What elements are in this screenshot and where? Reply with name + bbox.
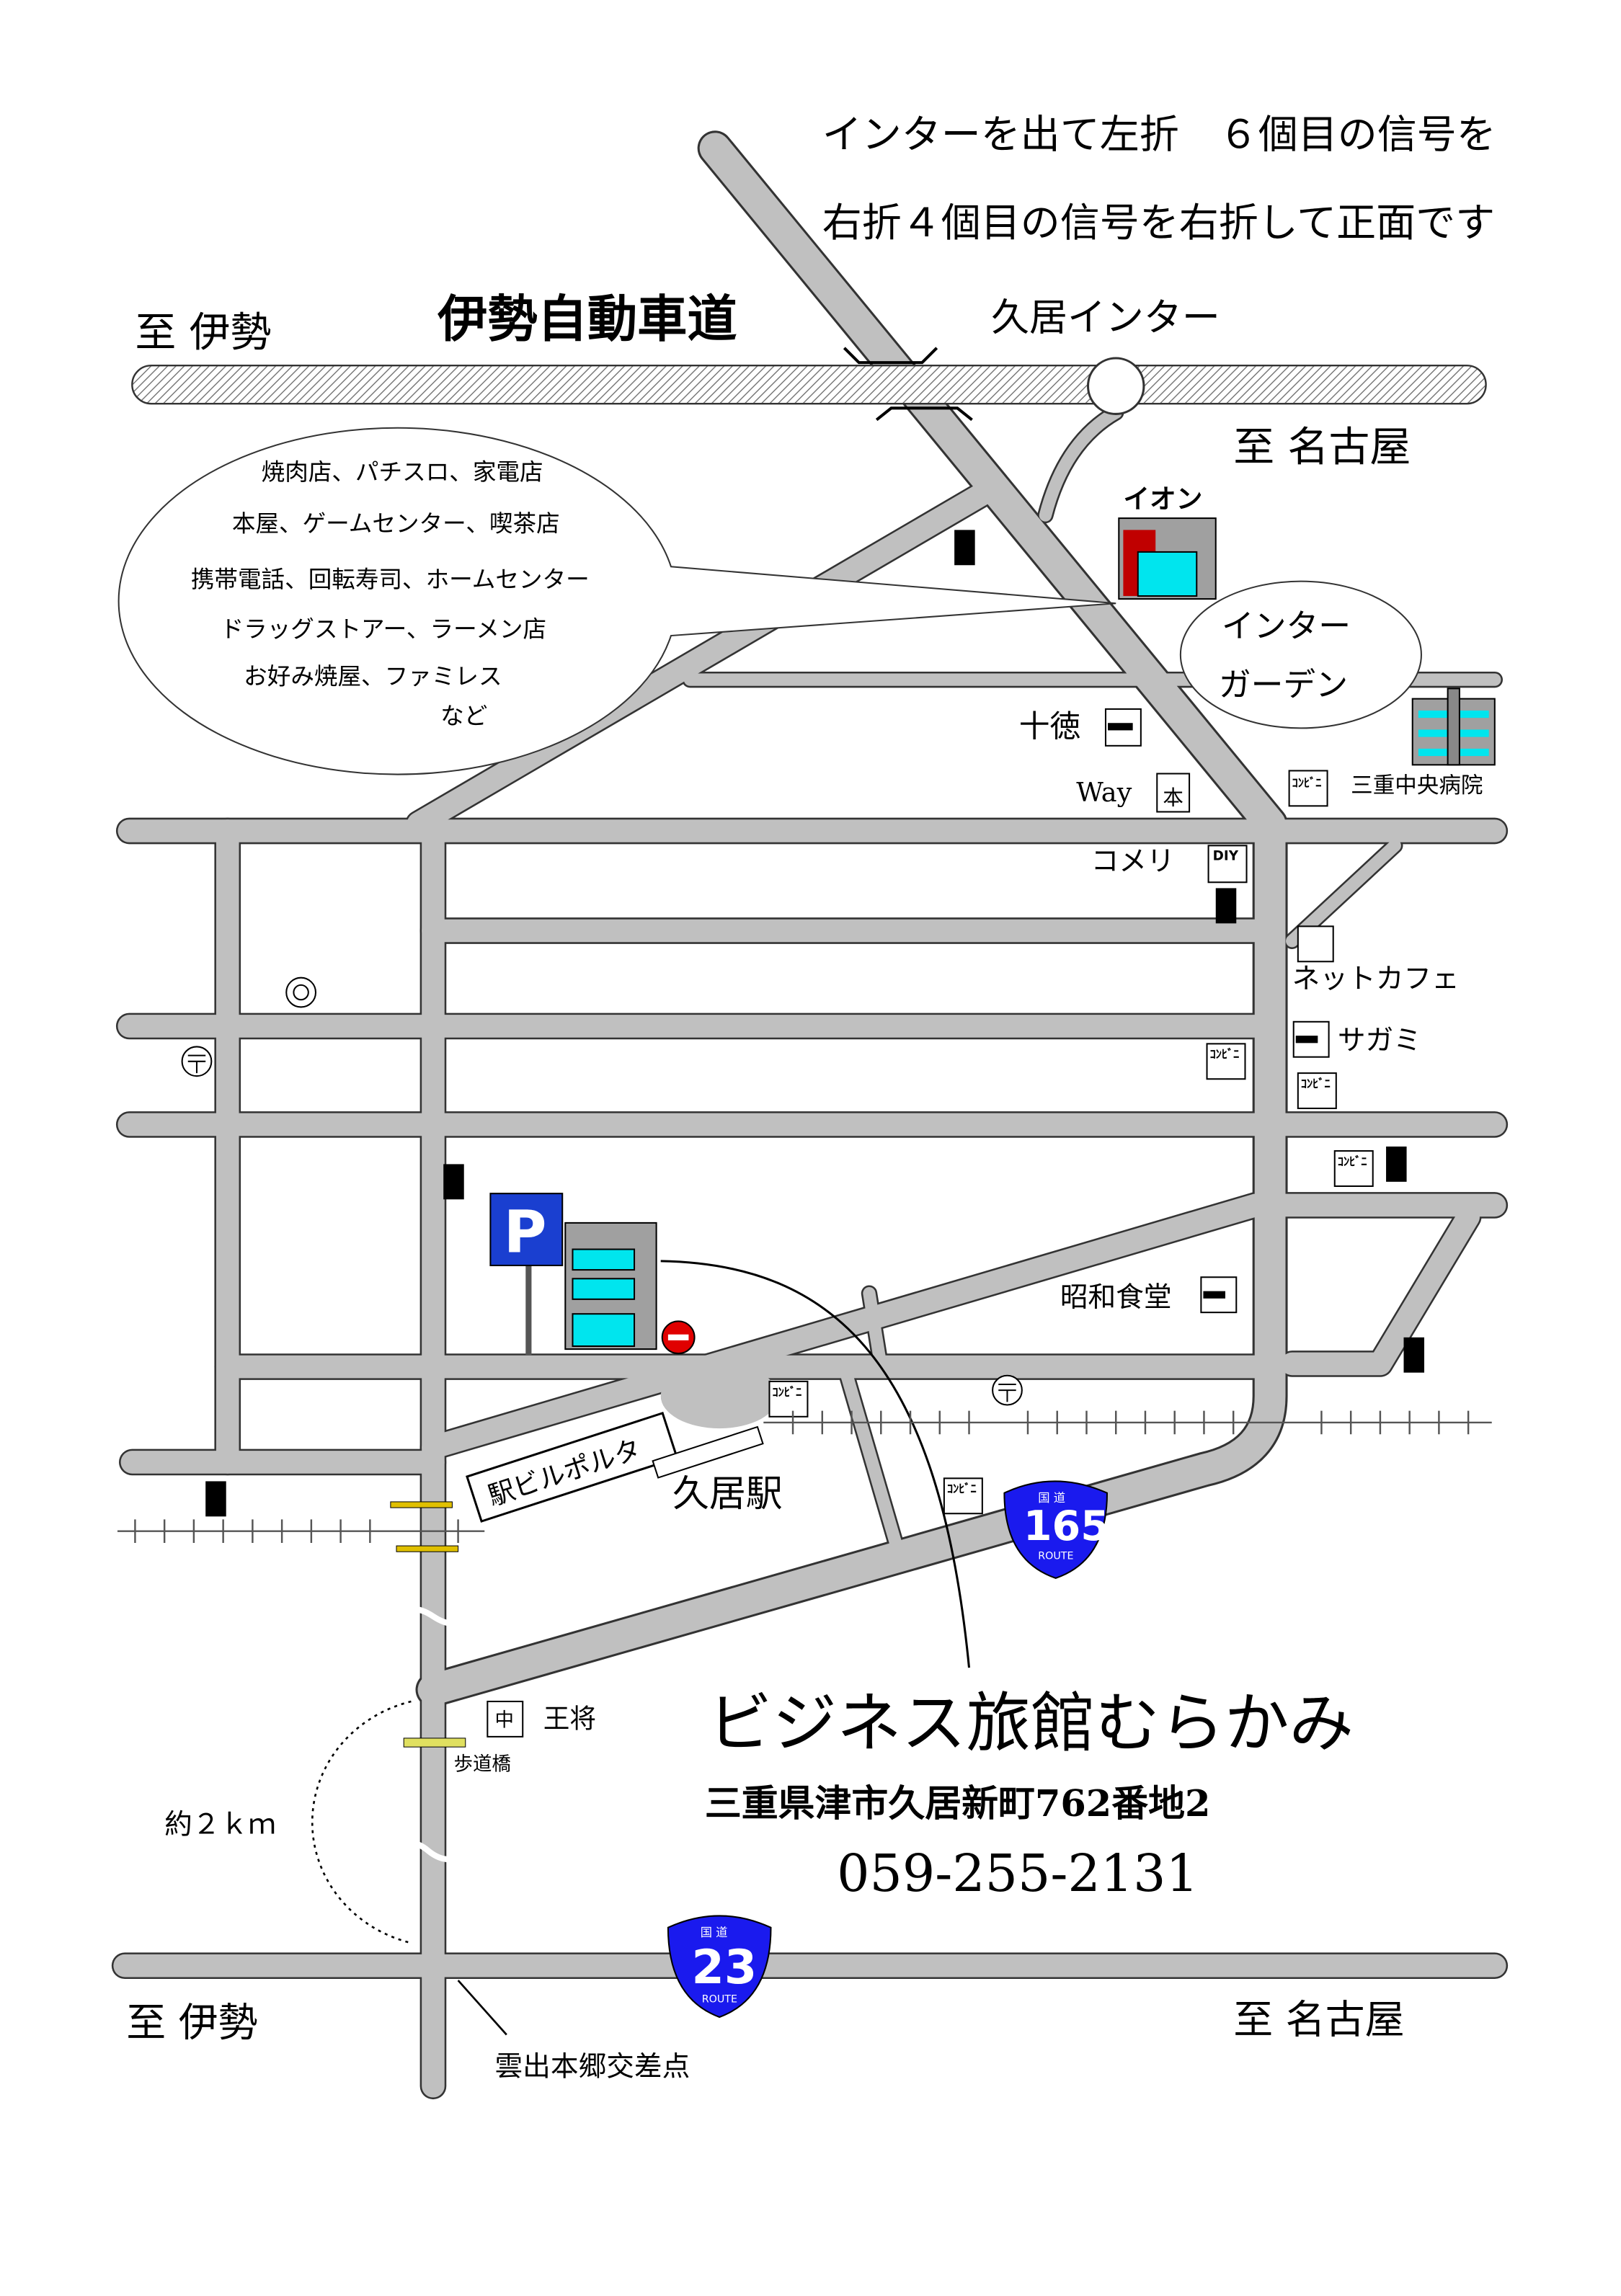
svg-text:ｺﾝﾋﾞﾆ: ｺﾝﾋﾞﾆ [1301,1077,1331,1090]
way-label: Way [1076,777,1132,808]
hospital-label: 三重中央病院 [1351,773,1483,798]
gas-station-icon [1386,1146,1407,1182]
hospital-building-icon [1411,688,1496,766]
bubble-line: 焼肉店、パチスロ、家電店 [262,458,543,486]
svg-text:23: 23 [691,1940,757,1995]
route-165-shield: 国 道 165 ROUTE [1003,1480,1109,1579]
parking-sign-icon: P [489,1193,564,1356]
svg-text:国 道: 国 道 [1038,1491,1065,1505]
shops-bubble: 焼肉店、パチスロ、家電店 本屋、ゲームセンター、喫茶店 携帯電話、回転寿司、ホー… [117,427,1116,775]
distance-arc [311,1700,412,1944]
juutoku-label: 十徳 [1019,709,1081,745]
gas-station-icon [443,1164,464,1200]
road-break-mark [382,1606,475,1863]
hotel-pointer-line [660,1260,971,1668]
gas-station-icon [1215,888,1237,924]
svg-text:ｺﾝﾋﾞﾆ: ｺﾝﾋﾞﾆ [1338,1154,1367,1168]
post-office-icon [181,1046,213,1077]
inter-garden-label-2: ガーデン [1219,666,1348,704]
bubble-line: お好み焼屋、ファミレス [244,662,502,690]
hotel-building-icon [564,1222,657,1351]
svg-text:ROUTE: ROUTE [702,1994,737,2006]
juutoku-store-icon [1104,708,1142,747]
net-cafe-label: ネットカフェ [1292,963,1460,995]
ohsho-label: 王将 [543,1704,596,1735]
ise-expressway [131,364,1487,405]
showa-shokudo-label: 昭和食堂 [1060,1281,1172,1314]
to-nagoya-bottom-label: 至 名古屋 [1233,1996,1404,2042]
gas-station-icon [1403,1337,1425,1373]
svg-text:ｺﾝﾋﾞﾆ: ｺﾝﾋﾞﾆ [773,1385,802,1399]
convenience-store-icon: ｺﾝﾋﾞﾆ [943,1477,983,1515]
aeon-building-icon [1118,517,1217,600]
bubble-line: 携帯電話、回転寿司、ホームセンター [191,566,590,593]
svg-text:P: P [504,1198,547,1267]
station-platform [652,1425,764,1479]
bridge-icon [843,347,973,422]
to-nagoya-top-label: 至 名古屋 [1233,424,1411,471]
directions-line-1: インターを出て左折 ６個目の信号を [822,112,1496,158]
aeon-label: イオン [1123,484,1202,515]
convenience-store-icon: ｺﾝﾋﾞﾆ [768,1380,809,1418]
inter-garden-label-1: インター [1222,607,1351,645]
ohsho-ramen-icon: 中 [487,1700,524,1737]
hotel-name: ビジネス旅館むらかみ [708,1686,1354,1761]
hotel-phone: 059-255-2131 [837,1843,1199,1903]
railway [117,1410,1492,1543]
svg-text:ｺﾝﾋﾞﾆ: ｺﾝﾋﾞﾆ [947,1482,977,1496]
footbridge-icon [403,1737,466,1748]
svg-text:本: 本 [1163,786,1183,809]
to-ise-top-label: 至 伊勢 [135,309,271,357]
inter-garden-area [1179,580,1422,729]
hisai-station-label: 久居駅 [672,1473,783,1516]
expressway-label: 伊勢自動車道 [437,290,737,348]
komeri-label: コメリ [1091,845,1175,878]
convenience-store-icon: ｺﾝﾋﾞﾆ [1333,1150,1374,1187]
svg-text:ROUTE: ROUTE [1038,1550,1073,1562]
city-hall-icon [285,976,317,1008]
cafe-icon [1297,925,1334,963]
bookstore-icon: 本 [1156,773,1191,813]
bubble-line: 本屋、ゲームセンター、喫茶店 [232,510,560,537]
diy-store-icon: DIY [1207,845,1248,884]
gas-station-icon [205,1481,226,1517]
convenience-store-icon: ｺﾝﾋﾞﾆ [1297,1072,1337,1110]
intersection-label: 雲出本郷交差点 [495,2050,690,2083]
svg-text:国 道: 国 道 [701,1926,728,1939]
svg-text:165: 165 [1023,1503,1109,1550]
hotel-address: 三重県津市久居新町762番地2 [705,1782,1211,1825]
gas-station-icon [954,530,975,566]
svg-text:中: 中 [495,1709,514,1732]
distance-label: 約２ｋｍ [164,1808,276,1841]
convenience-store-icon: ｺﾝﾋﾞﾆ [1206,1043,1246,1080]
post-office-icon [992,1374,1023,1406]
bubble-line: ドラッグストアー、ラーメン店 [221,615,547,643]
route-23-shield: 国 道 23 ROUTE [667,1915,772,2019]
interchange-icon [1086,357,1145,415]
footbridge-label: 歩道橋 [453,1753,510,1776]
bubble-line: など [440,702,487,729]
sagami-label: サガミ [1338,1025,1421,1057]
svg-text:ｺﾝﾋﾞﾆ: ｺﾝﾋﾞﾆ [1292,776,1322,790]
svg-text:ｺﾝﾋﾞﾆ: ｺﾝﾋﾞﾆ [1210,1048,1240,1062]
intersection-pointer [457,1980,507,2036]
hisai-inter-label: 久居インター [991,295,1220,339]
to-ise-bottom-label: 至 伊勢 [126,1999,257,2045]
sagami-store-icon [1292,1020,1330,1058]
directions-line-2: 右折４個目の信号を右折して正面です [822,200,1495,246]
no-entry-sign-icon [661,1320,696,1355]
convenience-store-icon: ｺﾝﾋﾞﾆ [1288,770,1328,807]
railroad-crossing-icon [390,1501,459,1552]
showa-shokudo-icon [1200,1276,1238,1314]
svg-text:DIY: DIY [1213,849,1239,864]
